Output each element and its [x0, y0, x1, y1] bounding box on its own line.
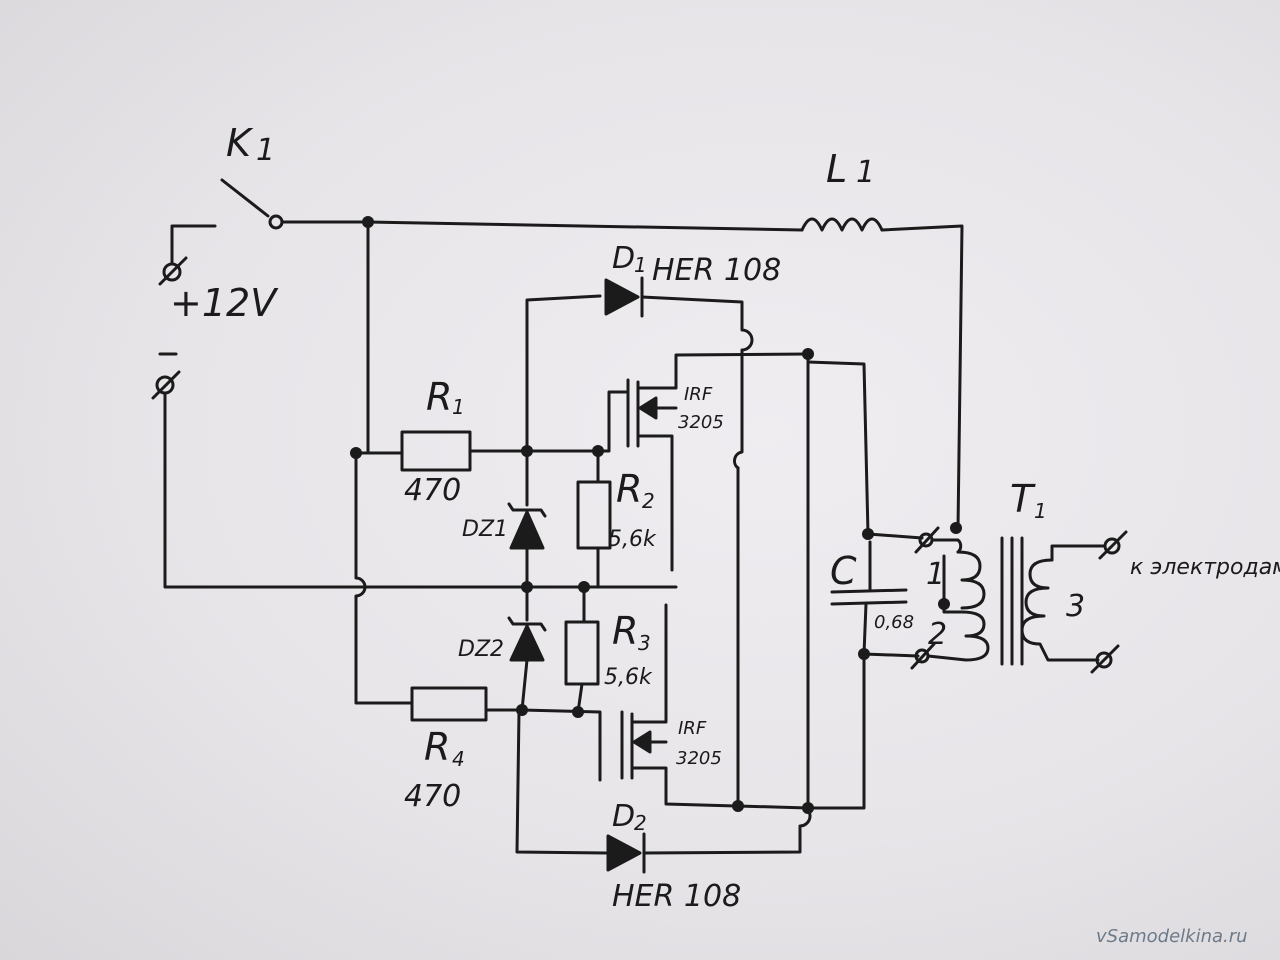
- r1-value: 470: [404, 473, 461, 508]
- winding-1-label: 1: [926, 557, 945, 592]
- d2-label: D: [612, 799, 635, 834]
- k1-subscript: 1: [256, 133, 275, 168]
- resistor-r2: [525, 449, 612, 589]
- capacitor-c: [830, 540, 908, 656]
- junction-dots: [350, 216, 962, 814]
- zener-dz2: [507, 585, 547, 712]
- r4-subscript: 4: [452, 747, 465, 771]
- d2-subscript: 2: [634, 811, 647, 835]
- r2-label: R: [616, 467, 642, 511]
- resistor-r1: [354, 430, 529, 472]
- l1-label: L: [826, 147, 847, 191]
- r2-value: 5,6k: [608, 527, 657, 552]
- r2-subscript: 2: [642, 489, 655, 513]
- transformer-t1: [862, 526, 1128, 674]
- left-rail: [354, 220, 414, 705]
- r4-label: R: [424, 725, 450, 769]
- r3-label: R: [612, 609, 638, 653]
- q2-type-b: 3205: [676, 748, 722, 769]
- r1-subscript: 1: [452, 395, 465, 419]
- mosfet-q2: [520, 603, 738, 808]
- d1-type-label: HER 108: [652, 253, 781, 288]
- top-rail: [366, 217, 964, 530]
- r4-value: 470: [404, 779, 461, 814]
- t1-label: T: [1010, 477, 1036, 521]
- dz2-label: DZ2: [458, 637, 504, 662]
- resistor-r3: [564, 585, 600, 714]
- resistor-r4: [410, 686, 524, 722]
- drain-buses: [733, 352, 924, 810]
- switch-k1: [220, 178, 370, 230]
- watermark: vSamodelkina.ru: [1096, 926, 1248, 947]
- diode-d1: [525, 276, 754, 453]
- q1-type-b: 3205: [678, 412, 724, 433]
- d1-subscript: 1: [634, 253, 647, 277]
- capacitor-label: C: [830, 549, 857, 593]
- diode-d2: [515, 710, 812, 874]
- winding-2-label: 2: [928, 617, 947, 652]
- zener-dz1: [507, 449, 547, 589]
- supply-positive-label: +12V: [170, 281, 279, 325]
- t1-subscript: 1: [1034, 499, 1047, 523]
- r1-label: R: [426, 375, 452, 419]
- l1-subscript: 1: [856, 155, 875, 190]
- r3-subscript: 3: [638, 631, 651, 655]
- k1-label: K: [226, 121, 254, 165]
- d1-label: D: [612, 241, 635, 276]
- supply-terminals: [151, 224, 344, 589]
- q2-type-a: IRF: [678, 718, 707, 739]
- r3-value: 5,6k: [604, 665, 653, 690]
- electrodes-label: к электродам: [1130, 555, 1280, 580]
- dz1-label: DZ1: [462, 517, 508, 542]
- winding-3-label: 3: [1066, 589, 1085, 624]
- q1-type-a: IRF: [684, 384, 713, 405]
- capacitor-value: 0,68: [874, 612, 914, 633]
- d2-type-label: HER 108: [612, 879, 741, 914]
